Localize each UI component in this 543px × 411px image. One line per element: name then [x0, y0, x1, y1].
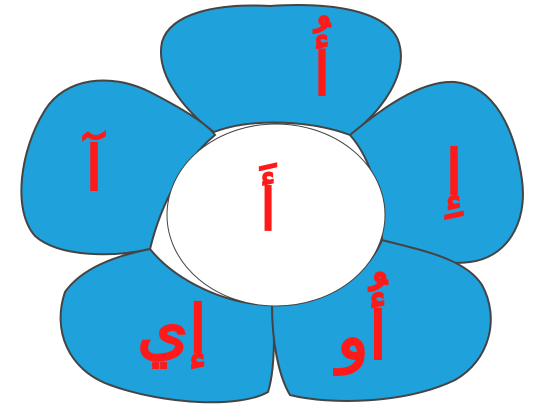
- petal-top: [161, 5, 401, 135]
- petal-right-label: إِ: [444, 136, 465, 221]
- petal-bottom-left-label: إي: [137, 290, 207, 370]
